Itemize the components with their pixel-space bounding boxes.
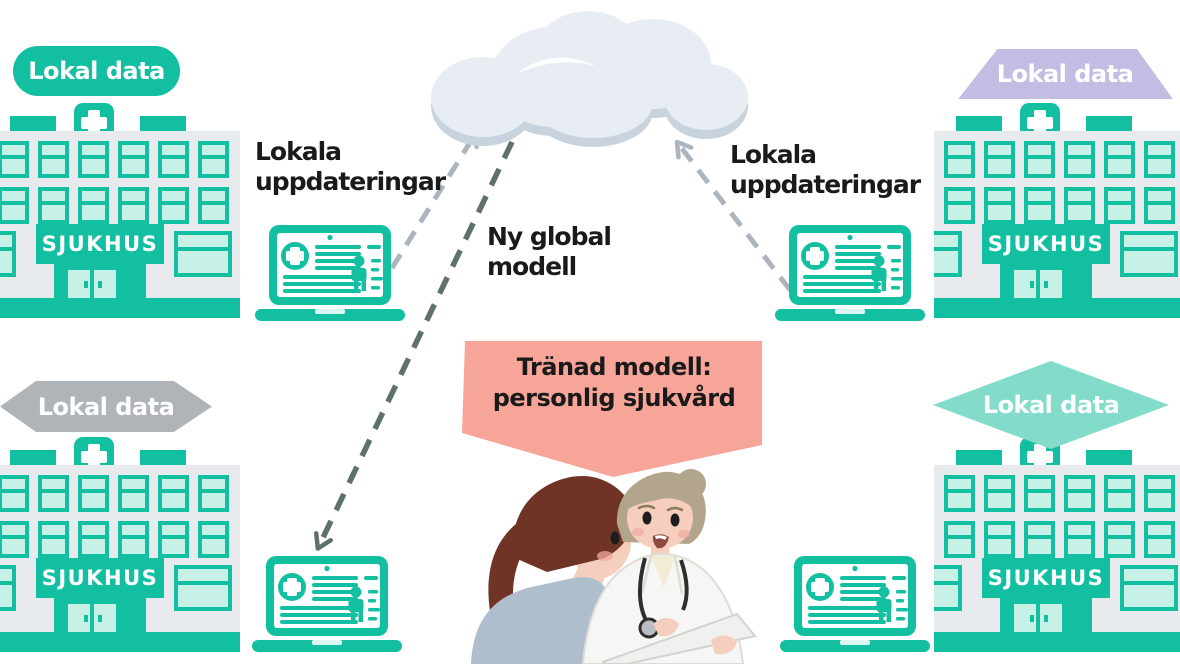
hospital-sign: SJUKHUS bbox=[41, 232, 159, 256]
laptop-medical-record-icon bbox=[252, 556, 402, 652]
doctor-and-patient-illustration bbox=[471, 469, 757, 664]
bubble-line-2: personlig sjukvård bbox=[492, 384, 736, 412]
laptop-medical-record-icon bbox=[775, 225, 925, 321]
label-local-updates-right: Lokala uppdateringar bbox=[730, 140, 921, 199]
hospital-sign: SJUKHUS bbox=[987, 566, 1105, 590]
bubble-line-1: Tränad modell: bbox=[516, 353, 712, 381]
hospital-sign: SJUKHUS bbox=[987, 232, 1105, 256]
doctor-eye-right bbox=[670, 513, 680, 527]
label-new-global-model: Ny global modell bbox=[487, 222, 612, 281]
arrow-cloud-to-laptop bbox=[313, 140, 515, 551]
patient-hair bbox=[513, 476, 633, 572]
laptop-medical-record-icon bbox=[780, 556, 930, 652]
local-data-badge-trapezoid: Lokal data bbox=[958, 49, 1173, 99]
laptop-medical-record-icon bbox=[255, 225, 405, 321]
stethoscope bbox=[638, 557, 649, 623]
patient-shirt bbox=[471, 577, 617, 664]
doctor-hand-left bbox=[653, 618, 679, 637]
speech-bubble bbox=[462, 341, 762, 477]
doctor-eye-left bbox=[642, 511, 652, 525]
doctor-hand-right bbox=[711, 635, 737, 655]
local-data-badge-pill: Lokal data bbox=[13, 46, 180, 96]
bubble-text: Tränad modell: personlig sjukvård bbox=[470, 352, 758, 414]
cloud-icon bbox=[431, 11, 748, 147]
hospital-sign: SJUKHUS bbox=[41, 566, 159, 590]
patient-eye bbox=[610, 531, 620, 545]
label-local-updates-left: Lokala uppdateringar bbox=[255, 137, 446, 196]
local-data-badge-hexagon: Lokal data bbox=[0, 381, 212, 432]
arrow-right-laptop-to-cloud bbox=[674, 139, 792, 292]
